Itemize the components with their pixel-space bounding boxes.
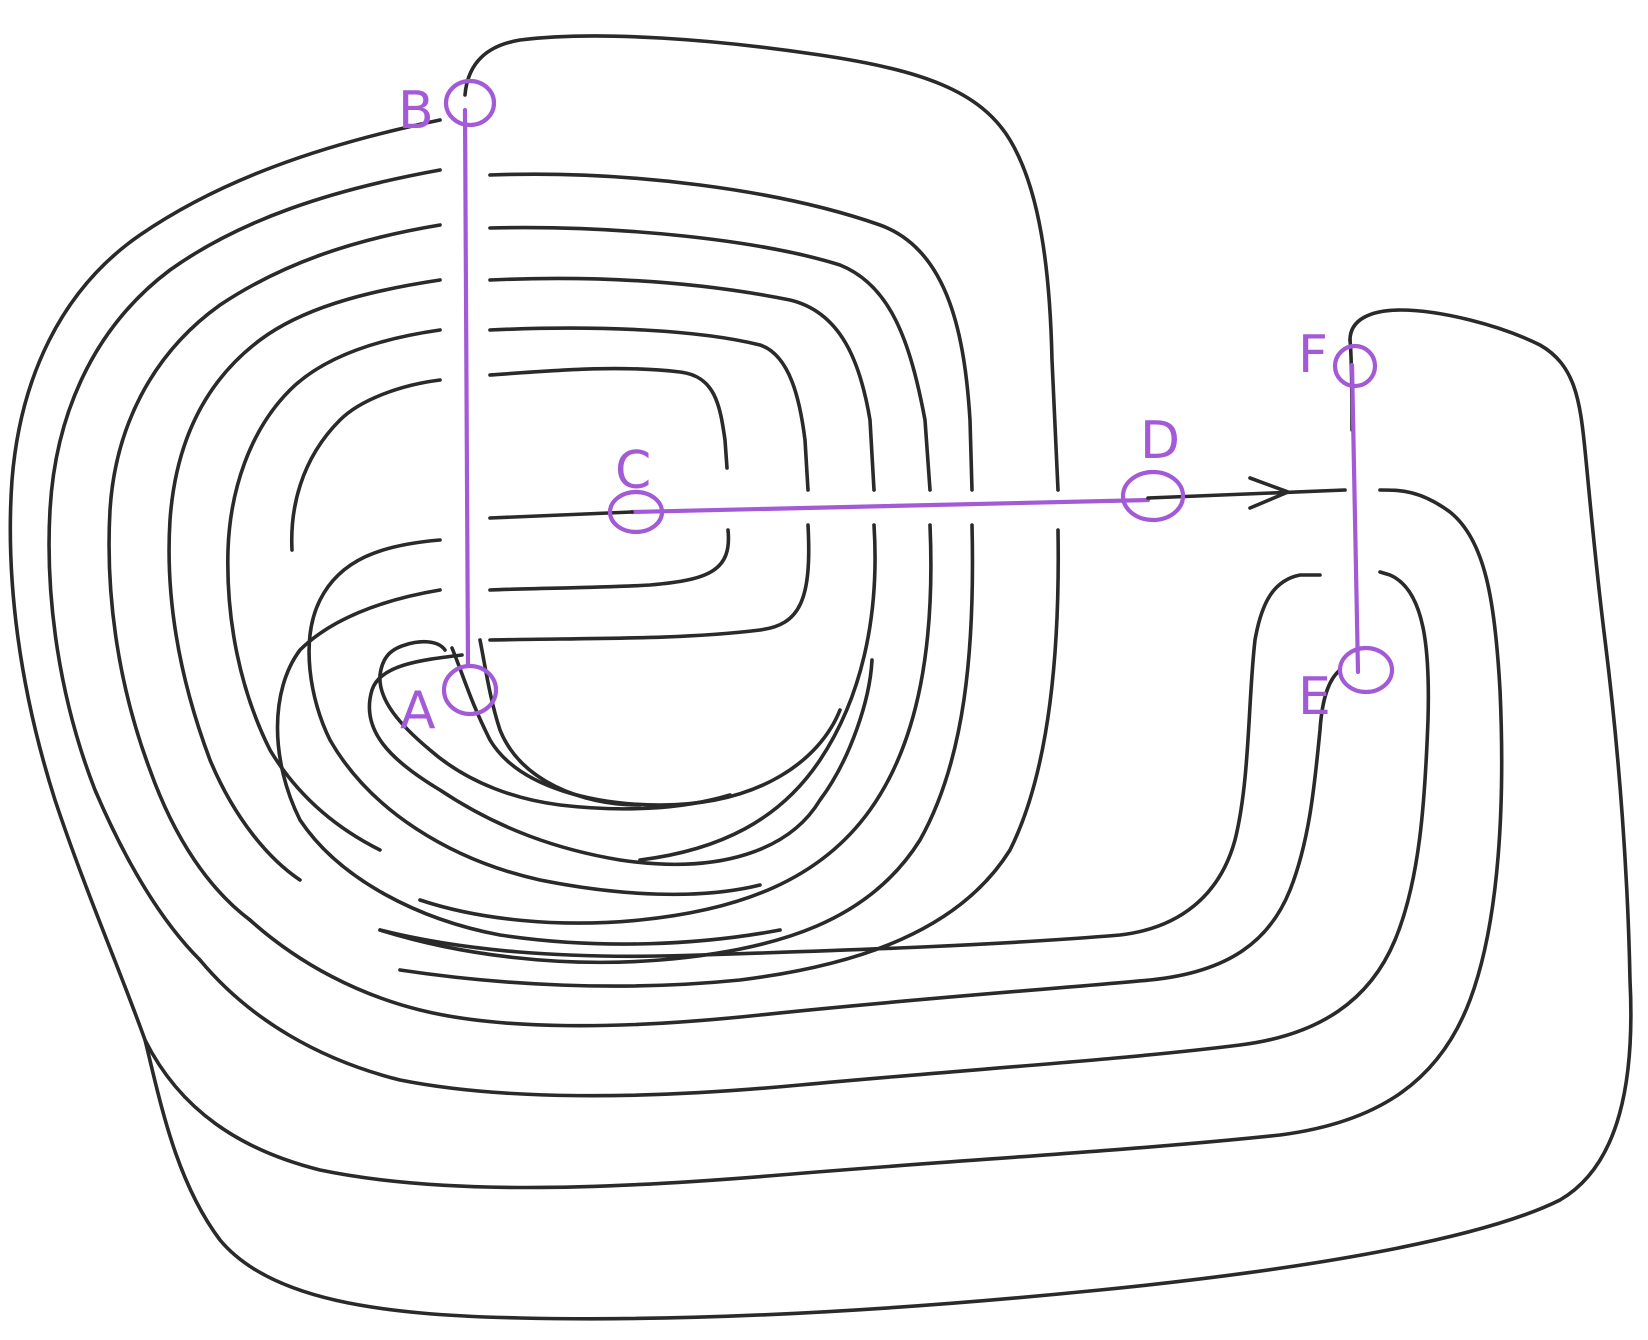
point-a-label: A	[400, 681, 436, 741]
point-b-label: B	[398, 81, 434, 141]
point-markers	[441, 78, 1395, 717]
contour-line	[307, 538, 762, 897]
point-b-marker	[443, 78, 497, 128]
point-a-marker	[441, 663, 499, 717]
point-f-marker	[1332, 343, 1378, 389]
contour-line	[367, 653, 874, 867]
contour-line	[378, 523, 975, 965]
line-b-to-a	[462, 107, 471, 668]
contour-line	[248, 668, 1342, 1028]
contour-line	[107, 223, 442, 922]
contour-line	[488, 523, 811, 642]
contour-line	[8, 118, 1633, 1321]
contour-line	[488, 172, 974, 492]
annotation-lines	[462, 107, 1361, 675]
contour-line	[143, 488, 1504, 1190]
point-d-label: D	[1140, 411, 1180, 471]
contour-line	[167, 278, 442, 882]
contour-line	[488, 326, 810, 492]
point-d-marker	[1120, 469, 1186, 523]
point-c-marker	[607, 489, 665, 535]
line-f-to-e	[1349, 362, 1361, 675]
contour-line	[378, 639, 732, 811]
contour-line	[488, 366, 729, 470]
contour-line	[638, 523, 877, 862]
arrow-line	[1146, 488, 1347, 500]
contour-line	[398, 528, 1061, 988]
point-e-label: E	[1298, 667, 1331, 727]
arrow-head	[1248, 476, 1290, 510]
contour-line	[275, 588, 782, 946]
contour-line	[463, 34, 1060, 492]
contour-line	[478, 638, 642, 807]
contour-line	[488, 528, 731, 592]
contour-line	[47, 168, 442, 962]
contour-line	[226, 328, 442, 852]
contour-line	[198, 570, 1431, 1098]
contour-line	[488, 225, 932, 492]
point-c-label: C	[615, 441, 651, 501]
point-f-label: F	[1298, 325, 1328, 385]
contour-line	[418, 523, 933, 925]
contour-line	[289, 378, 442, 552]
point-e-marker	[1337, 645, 1395, 695]
point-labels: A B C D E F	[398, 81, 1331, 741]
contour-lines	[8, 34, 1633, 1321]
contour-line	[378, 573, 1322, 959]
contour-line	[488, 276, 876, 492]
contour-line	[450, 646, 842, 807]
line-c-to-d	[629, 497, 1151, 515]
